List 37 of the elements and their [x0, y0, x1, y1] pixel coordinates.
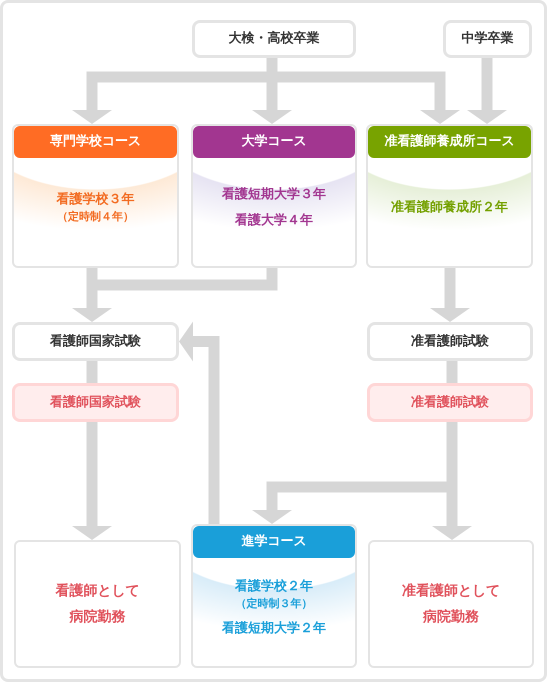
- step-label: 看護師国家試験: [50, 332, 141, 351]
- course-detail: 看護大学４年: [235, 212, 313, 230]
- step-label: 中学卒業: [462, 30, 514, 48]
- arrow: [72, 285, 112, 322]
- course-header: 専門学校コース: [14, 126, 177, 158]
- result-label: 看護師として病院勤務: [54, 582, 140, 627]
- highlight-box: [367, 383, 533, 422]
- result-box: [14, 540, 181, 668]
- arrow: [72, 422, 112, 540]
- highlight-box: [12, 383, 179, 422]
- step-label: 准看護師試験: [411, 332, 489, 351]
- result-box: [368, 540, 534, 668]
- step-box: [367, 322, 533, 361]
- step-label: 大検・高校卒業: [228, 30, 320, 48]
- course-detail: 看護短期大学３年: [222, 186, 326, 204]
- course-header: 准看護師養成所コース: [368, 126, 531, 158]
- step-box: [192, 20, 356, 58]
- course-card: [191, 124, 357, 268]
- course-detail: 看護学校３年: [56, 191, 134, 209]
- course-header: 大学コース: [193, 126, 355, 158]
- course-detail: （定時制４年）: [57, 209, 134, 225]
- step-label: 准看護師試験: [411, 394, 489, 412]
- step-label: 看護師国家試験: [50, 394, 141, 412]
- result-label: 准看護師として病院勤務: [401, 582, 501, 627]
- step-box: [443, 20, 532, 58]
- course-detail: 看護学校２年: [235, 578, 313, 596]
- arrow: [179, 322, 220, 524]
- course-detail: （定時制３年）: [236, 596, 312, 612]
- course-card: [366, 124, 533, 268]
- course-detail: 看護短期大学２年: [222, 620, 326, 638]
- arrow: [430, 268, 470, 322]
- course-header: 進学コース: [193, 526, 355, 558]
- step-box: [12, 322, 179, 361]
- arrow: [467, 58, 507, 124]
- course-card: [191, 524, 357, 668]
- course-card: [12, 124, 179, 268]
- course-detail: 准看護師養成所２年: [391, 199, 508, 217]
